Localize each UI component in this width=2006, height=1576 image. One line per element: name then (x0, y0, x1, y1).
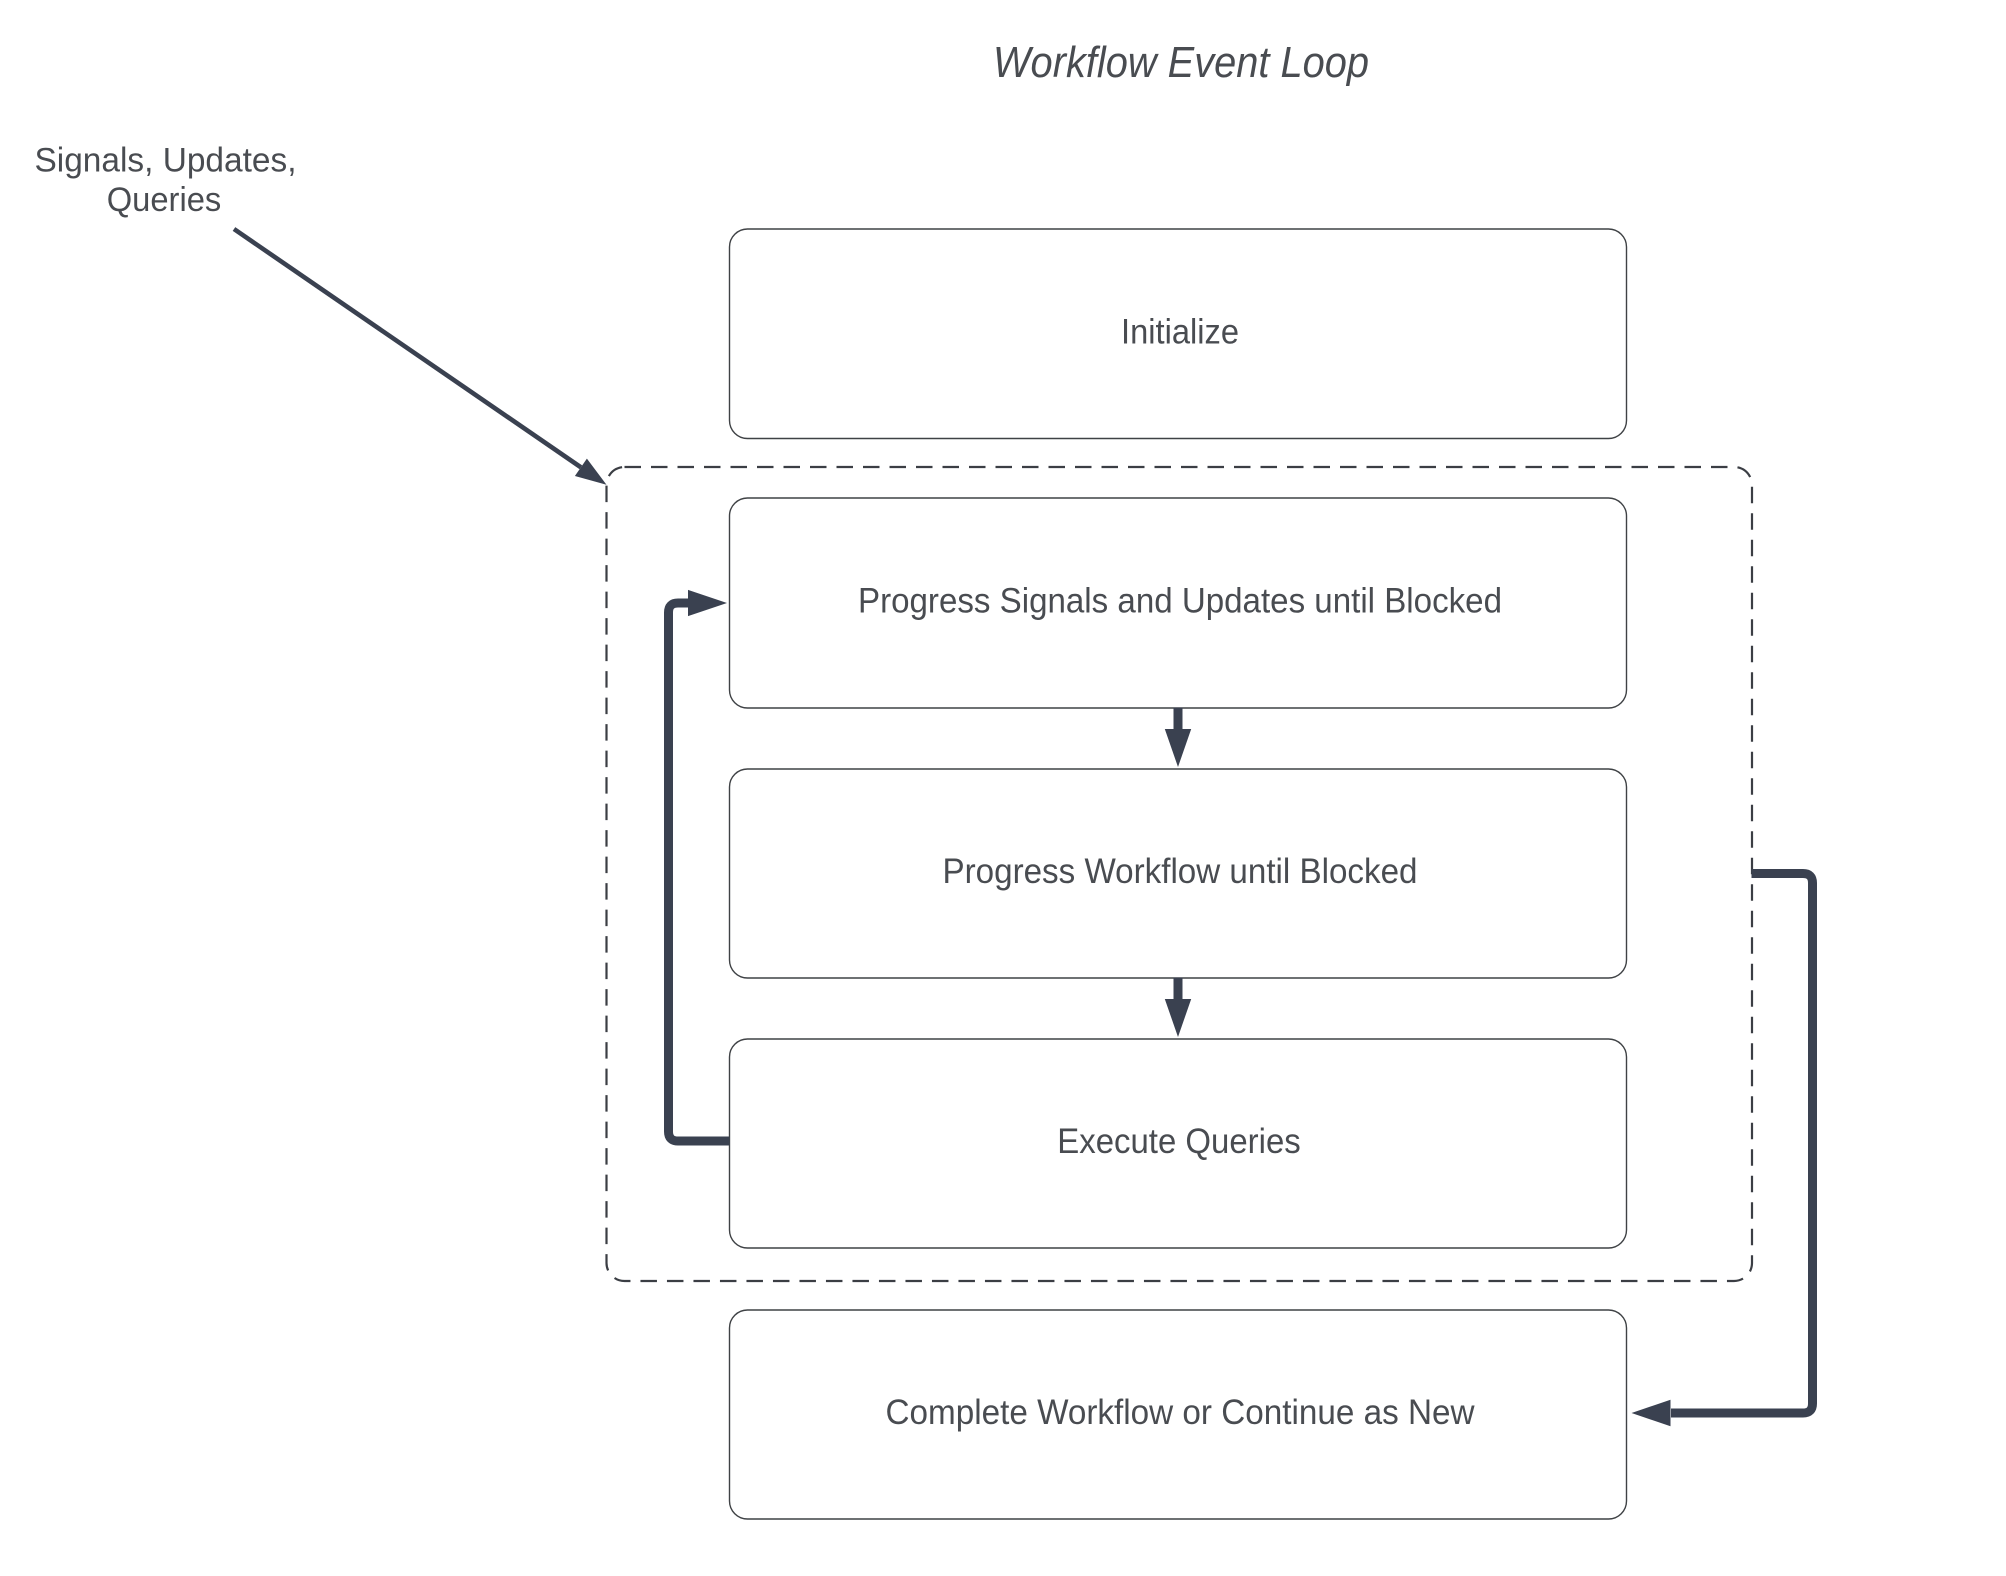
svg-text:Progress Signals and Updates u: Progress Signals and Updates until Block… (858, 581, 1502, 621)
svg-text:Progress Workflow until Blocke: Progress Workflow until Blocked (943, 851, 1418, 891)
svg-text:Workflow Event Loop: Workflow Event Loop (993, 38, 1369, 87)
svg-text:Signals, Updates,: Signals, Updates, (35, 142, 297, 180)
svg-text:Execute Queries: Execute Queries (1057, 1121, 1301, 1161)
svg-text:Initialize: Initialize (1121, 311, 1239, 351)
svg-text:Complete Workflow or Continue: Complete Workflow or Continue as New (886, 1392, 1475, 1432)
svg-text:Queries: Queries (107, 181, 222, 219)
